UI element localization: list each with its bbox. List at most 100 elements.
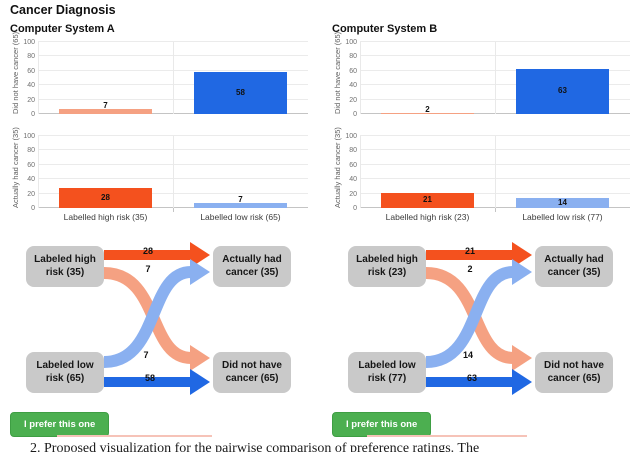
plot-area: 2 63 — [360, 41, 630, 114]
sankey-diagram-a: 28 7 7 58 Labeled high risk (35) Labeled… — [10, 240, 310, 410]
system-b-title: Computer System B — [332, 23, 438, 35]
y-tick: 80 — [27, 147, 35, 155]
flow-value: 14 — [463, 350, 473, 360]
y-tick: 40 — [27, 176, 35, 184]
plot-area: 7 58 — [38, 41, 308, 114]
y-tick: 20 — [27, 190, 35, 198]
bar-cell: 21 — [381, 136, 474, 208]
prefer-button-a[interactable]: I prefer this one — [10, 412, 110, 437]
y-tick: 80 — [349, 53, 357, 61]
node-actually-had-cancer: Actually had cancer (35) — [535, 246, 613, 287]
y-tick: 100 — [345, 133, 357, 140]
x-axis-labels: Labelled high risk (23) Labelled low ris… — [360, 212, 630, 222]
y-axis-title: Actually had cancer (35) — [11, 127, 20, 208]
gridline-vertical — [38, 136, 39, 208]
y-tick: 40 — [27, 82, 35, 90]
node-labeled-high-risk: Labeled high risk (35) — [26, 246, 104, 287]
gridline-vertical — [360, 42, 361, 114]
y-tick: 60 — [27, 67, 35, 75]
caption-divider — [57, 435, 212, 437]
flow-value: 21 — [465, 246, 475, 256]
y-axis-title: Did not have cancer (65) — [333, 31, 342, 114]
bar-cell: 7 — [194, 136, 287, 208]
y-axis-ticks: 100 80 60 40 20 0 — [344, 133, 360, 212]
gridline-vertical — [360, 136, 361, 208]
system-a-column: Computer System A Did not have cancer (6… — [10, 0, 310, 452]
x-tick-high-risk: Labelled high risk (23) — [385, 212, 470, 222]
bar-cell: 28 — [59, 136, 152, 208]
gridline-vertical — [173, 136, 174, 208]
y-axis-ticks: 100 80 60 40 20 0 — [22, 39, 38, 118]
node-did-not-have-cancer: Did not have cancer (65) — [213, 352, 291, 393]
bar-low-risk — [516, 68, 609, 114]
y-axis-title: Did not have cancer (65) — [11, 31, 20, 114]
flow-low-to-cancer — [103, 259, 210, 368]
axis-tick — [495, 208, 496, 212]
gridline — [360, 135, 630, 136]
gridline — [38, 41, 308, 42]
bar-high-risk — [59, 108, 152, 114]
bar-high-risk — [381, 112, 474, 114]
y-tick: 0 — [31, 205, 35, 212]
x-tick-high-risk: Labelled high risk (35) — [63, 212, 148, 222]
bar-value-label: 63 — [558, 86, 567, 96]
bar-value-label: 7 — [103, 100, 108, 110]
bar-high-risk — [381, 192, 474, 208]
node-labeled-high-risk: Labeled high risk (23) — [348, 246, 426, 287]
bar-cell: 2 — [381, 42, 474, 114]
y-tick: 100 — [345, 39, 357, 46]
y-tick: 20 — [349, 96, 357, 104]
y-tick: 20 — [27, 96, 35, 104]
bar-value-label: 2 — [425, 104, 430, 114]
prefer-button-b[interactable]: I prefer this one — [332, 412, 432, 437]
bar-low-risk — [194, 72, 287, 114]
axis-tick — [173, 208, 174, 212]
flow-value: 7 — [145, 264, 150, 274]
y-axis-ticks: 100 80 60 40 20 0 — [22, 133, 38, 212]
bar-value-label: 7 — [238, 194, 243, 204]
y-tick: 40 — [349, 82, 357, 90]
bar-cell: 63 — [516, 42, 609, 114]
y-tick: 20 — [349, 190, 357, 198]
gridline-vertical — [173, 42, 174, 114]
bar-low-risk — [194, 202, 287, 208]
flow-value: 63 — [467, 373, 477, 383]
bar-value-label: 58 — [236, 88, 245, 98]
gridline-vertical — [38, 42, 39, 114]
bar-value-label: 28 — [101, 192, 110, 202]
bar-low-risk — [516, 197, 609, 208]
plot-area: 21 14 — [360, 135, 630, 212]
gridline — [360, 41, 630, 42]
y-tick: 80 — [27, 53, 35, 61]
bar-cell: 7 — [59, 42, 152, 114]
y-tick: 60 — [27, 161, 35, 169]
bar-chart-a-did-not-have-cancer: Did not have cancer (65) 100 80 60 40 20… — [10, 31, 310, 118]
bar-high-risk — [59, 187, 152, 208]
node-labeled-low-risk: Labeled low risk (77) — [348, 352, 426, 393]
y-tick: 100 — [23, 39, 35, 46]
gridline-vertical — [495, 136, 496, 208]
page-title: Cancer Diagnosis — [10, 3, 116, 17]
flow-low-to-cancer — [425, 259, 532, 368]
system-b-column: Computer System B Did not have cancer (6… — [332, 0, 632, 452]
bar-value-label: 21 — [423, 195, 432, 205]
y-axis-title: Actually had cancer (35) — [333, 127, 342, 208]
node-labeled-low-risk: Labeled low risk (65) — [26, 352, 104, 393]
bar-cell: 14 — [516, 136, 609, 208]
gridline — [38, 135, 308, 136]
bar-chart-b-actually-had-cancer: Actually had cancer (35) 100 80 60 40 20… — [332, 127, 632, 212]
system-a-title: Computer System A — [10, 23, 115, 35]
node-did-not-have-cancer: Did not have cancer (65) — [535, 352, 613, 393]
flow-value: 7 — [143, 350, 148, 360]
y-tick: 0 — [31, 111, 35, 118]
gridline-vertical — [495, 42, 496, 114]
y-tick: 60 — [349, 67, 357, 75]
y-tick: 80 — [349, 147, 357, 155]
sankey-flows: 21 2 14 63 — [425, 242, 532, 395]
bar-chart-a-actually-had-cancer: Actually had cancer (35) 100 80 60 40 20… — [10, 127, 310, 212]
flow-value: 2 — [467, 264, 472, 274]
y-tick: 100 — [23, 133, 35, 140]
caption-divider — [367, 435, 527, 437]
y-tick: 0 — [353, 111, 357, 118]
